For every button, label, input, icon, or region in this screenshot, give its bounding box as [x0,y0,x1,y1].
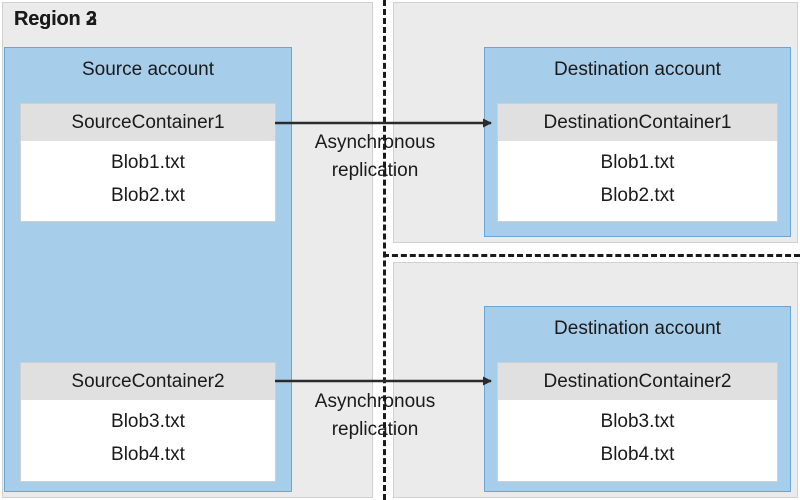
region-divider-horizontal [383,254,800,257]
replication-arrow-2 [275,376,492,386]
replication-label-line-1: Asynchronous [314,132,436,153]
source-container-2-box: SourceContainer2 Blob3.txt Blob4.txt [20,362,276,482]
source-container-1-name: SourceContainer1 [21,104,275,141]
destination-container-2-box: DestinationContainer2 Blob3.txt Blob4.tx… [497,362,778,482]
region-3-title: Region 3 [14,8,97,30]
region-divider-vertical [383,0,386,500]
destination-container-1-name: DestinationContainer1 [498,104,777,141]
blob-item: Blob1.txt [600,152,675,173]
blob-item: Blob3.txt [600,411,675,432]
blob-item: Blob2.txt [111,185,185,206]
destination-account-label-region-3: Destination account [554,318,721,339]
destination-container-2-name: DestinationContainer2 [498,363,777,400]
destination-container-1-blob-list: Blob1.txt Blob2.txt [498,141,777,212]
blob-item: Blob1.txt [111,152,185,173]
blob-item: Blob4.txt [111,444,185,465]
replication-label-line-2: replication [331,419,419,440]
source-container-2-name: SourceContainer2 [21,363,275,400]
blob-item: Blob3.txt [111,411,185,432]
replication-arrow-1-label: Asynchronous replication [300,129,450,185]
replication-label-line-1: Asynchronous [314,391,436,412]
source-account-label: Source account [81,59,215,80]
source-container-2-blob-list: Blob3.txt Blob4.txt [21,400,275,471]
blob-item: Blob4.txt [600,444,675,465]
region-2-title: Region 2 [14,8,97,30]
source-container-1-box: SourceContainer1 Blob1.txt Blob2.txt [20,103,276,222]
blob-item: Blob2.txt [600,185,675,206]
destination-account-label-region-2: Destination account [554,59,721,80]
replication-label-line-2: replication [331,160,419,181]
replication-arrow-1 [275,118,492,128]
source-container-1-blob-list: Blob1.txt Blob2.txt [21,141,275,212]
destination-container-1-box: DestinationContainer1 Blob1.txt Blob2.tx… [497,103,778,222]
replication-arrow-2-label: Asynchronous replication [300,388,450,444]
destination-container-2-blob-list: Blob3.txt Blob4.txt [498,400,777,471]
